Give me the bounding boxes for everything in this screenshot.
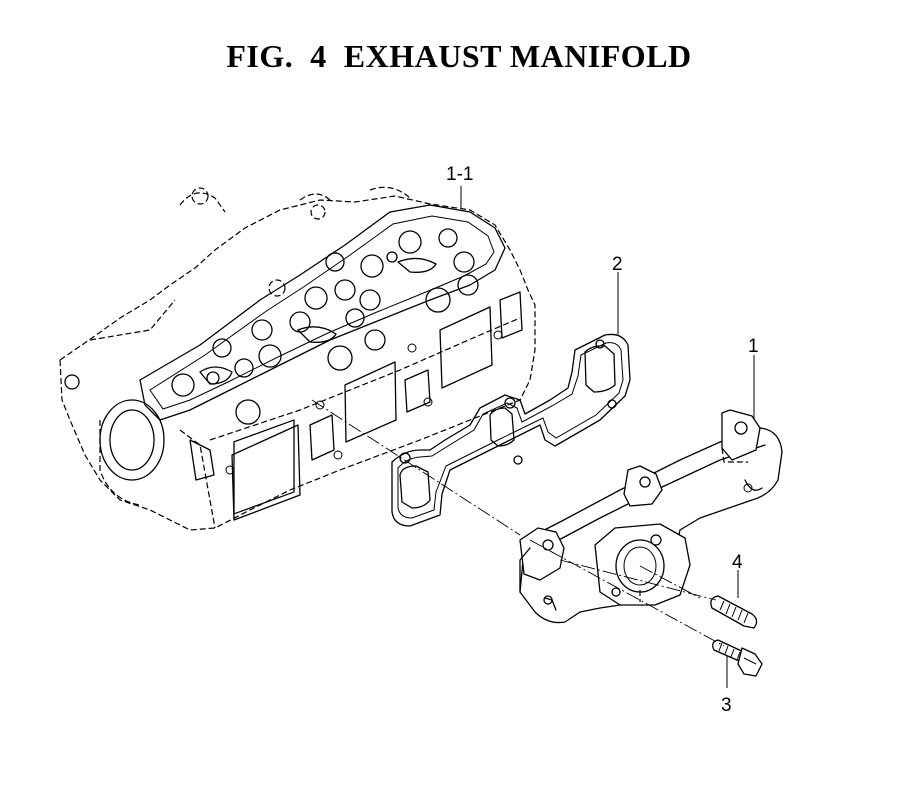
leader-lines: [460, 186, 755, 688]
stud-drawing: [710, 595, 758, 629]
exhaust-gasket-drawing: [391, 333, 631, 527]
callout-manifold: 1: [748, 336, 759, 357]
callout-bolt: 3: [721, 695, 732, 716]
assembly-center-lines: [311, 399, 725, 647]
figure-title: FIG. 4 EXHAUST MANIFOLD: [226, 38, 692, 74]
exhaust-manifold-drawing: [519, 409, 783, 624]
callout-cylinder-head: 1-1: [446, 164, 473, 185]
cylinder-head-drawing: [59, 186, 536, 531]
callout-gasket: 2: [612, 254, 623, 275]
callout-stud: 4: [732, 552, 743, 573]
bolt-drawing: [712, 639, 763, 677]
